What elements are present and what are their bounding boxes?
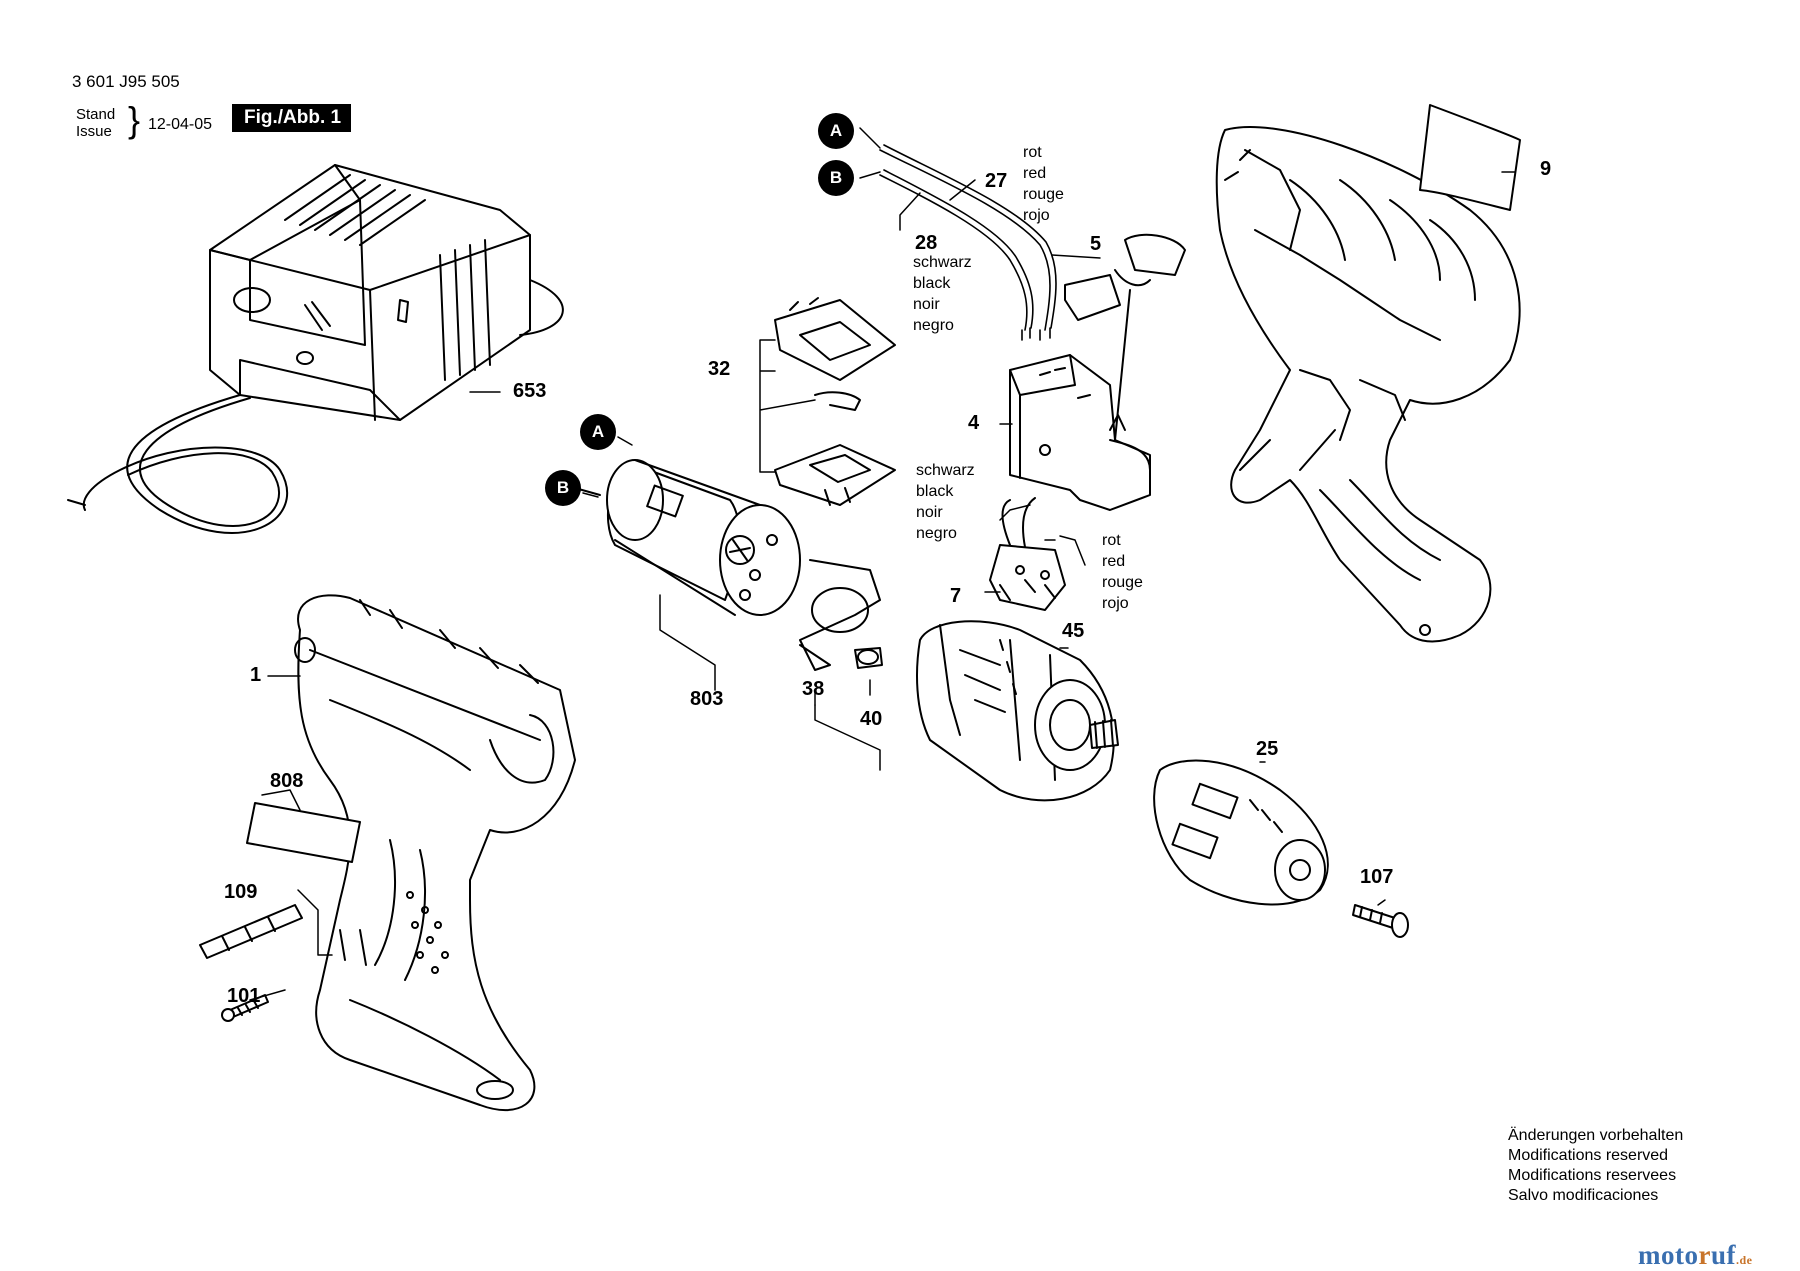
notice-de: Änderungen vorbehalten xyxy=(1508,1127,1684,1144)
part-number-653: 653 xyxy=(513,380,547,402)
color-en: black xyxy=(913,275,951,292)
color-es: negro xyxy=(913,317,954,334)
color-en: black xyxy=(916,483,954,500)
contacts-drawing xyxy=(989,497,1066,611)
color-en: red xyxy=(1102,553,1126,570)
label-sticker-9 xyxy=(1419,104,1521,211)
part-number-27: 27 xyxy=(985,170,1008,192)
stand-label: Stand xyxy=(76,106,116,123)
part-number-803: 803 xyxy=(690,688,724,710)
watermark-part-b: uf xyxy=(1710,1240,1736,1270)
color-es: rojo xyxy=(1102,595,1129,612)
watermark-logo: motoruf.de xyxy=(1638,1240,1752,1271)
color-de: rot xyxy=(1102,532,1121,549)
part-number-5: 5 xyxy=(1090,233,1102,255)
part-number-9: 9 xyxy=(1540,158,1552,180)
color-en: red xyxy=(1023,165,1047,182)
part-number-107: 107 xyxy=(1360,866,1394,888)
label-sticker-808 xyxy=(246,802,361,863)
wire-color-black-7: schwarz black noir negro xyxy=(916,460,975,544)
gearbox-drawing xyxy=(916,620,1119,802)
plate-38-drawing xyxy=(799,559,881,671)
housing-left-drawing xyxy=(294,594,576,1111)
part-number-4: 4 xyxy=(968,412,980,434)
stand-issue-labels: Stand Issue xyxy=(76,106,115,140)
part-number-32: 32 xyxy=(708,358,731,380)
ref-marker-a-wires: A xyxy=(818,113,854,149)
color-fr: rouge xyxy=(1102,574,1143,591)
notice-en: Modifications reserved xyxy=(1508,1147,1669,1164)
leader-lines xyxy=(249,127,1516,1001)
ref-marker-a-motor: A xyxy=(580,414,616,450)
part-number-7: 7 xyxy=(950,585,962,607)
slider-drawing xyxy=(1064,233,1186,441)
color-es: negro xyxy=(916,525,957,542)
color-fr: noir xyxy=(916,504,943,521)
watermark-tld: .de xyxy=(1735,1253,1753,1267)
terminal-plate-drawing xyxy=(774,297,896,506)
housing-right-drawing xyxy=(1215,126,1521,643)
screw-40-drawing xyxy=(854,647,883,669)
part-number-28: 28 xyxy=(915,232,938,254)
part-number-1: 1 xyxy=(250,664,262,686)
part-number-45: 45 xyxy=(1062,620,1085,642)
part-number-38: 38 xyxy=(802,678,825,700)
issue-date: 12-04-05 xyxy=(148,116,213,133)
wire-color-red-27: rot red rouge rojo xyxy=(1023,142,1064,226)
watermark-part-a: moto xyxy=(1638,1240,1699,1270)
color-de: schwarz xyxy=(916,462,975,479)
color-de: schwarz xyxy=(913,254,972,271)
issue-label: Issue xyxy=(76,123,112,140)
ref-marker-b-wires: B xyxy=(818,160,854,196)
color-de: rot xyxy=(1023,144,1042,161)
motor-drawing xyxy=(574,459,801,616)
charger-drawing xyxy=(67,164,564,534)
wire-color-red-7: rot red rouge rojo xyxy=(1102,530,1143,614)
color-fr: rouge xyxy=(1023,186,1064,203)
bit-drawing xyxy=(199,904,303,959)
part-number-109: 109 xyxy=(224,881,258,903)
wire-color-black-28: schwarz black noir negro xyxy=(913,252,972,336)
chuck-drawing xyxy=(1153,759,1329,906)
color-es: rojo xyxy=(1023,207,1050,224)
part-number-808: 808 xyxy=(270,770,304,792)
part-number-101: 101 xyxy=(227,985,261,1007)
notice-fr: Modifications reservees xyxy=(1508,1167,1677,1184)
ref-marker-b-motor: B xyxy=(545,470,581,506)
brace-glyph: } xyxy=(128,99,141,140)
watermark-part-f: r xyxy=(1698,1240,1711,1270)
modifications-notice: Änderungen vorbehalten Modifications res… xyxy=(1508,1126,1683,1206)
document-number: 3 601 J95 505 xyxy=(72,72,180,91)
part-number-25: 25 xyxy=(1256,738,1279,760)
wires-drawing xyxy=(879,144,1057,341)
screw-101-drawing xyxy=(221,994,269,1022)
notice-es: Salvo modificaciones xyxy=(1508,1187,1659,1204)
color-fr: noir xyxy=(913,296,940,313)
switch-drawing xyxy=(1009,354,1151,511)
screw-107-drawing xyxy=(1352,904,1409,938)
part-number-40: 40 xyxy=(860,708,883,730)
figure-badge: Fig./Abb. 1 xyxy=(232,104,352,132)
